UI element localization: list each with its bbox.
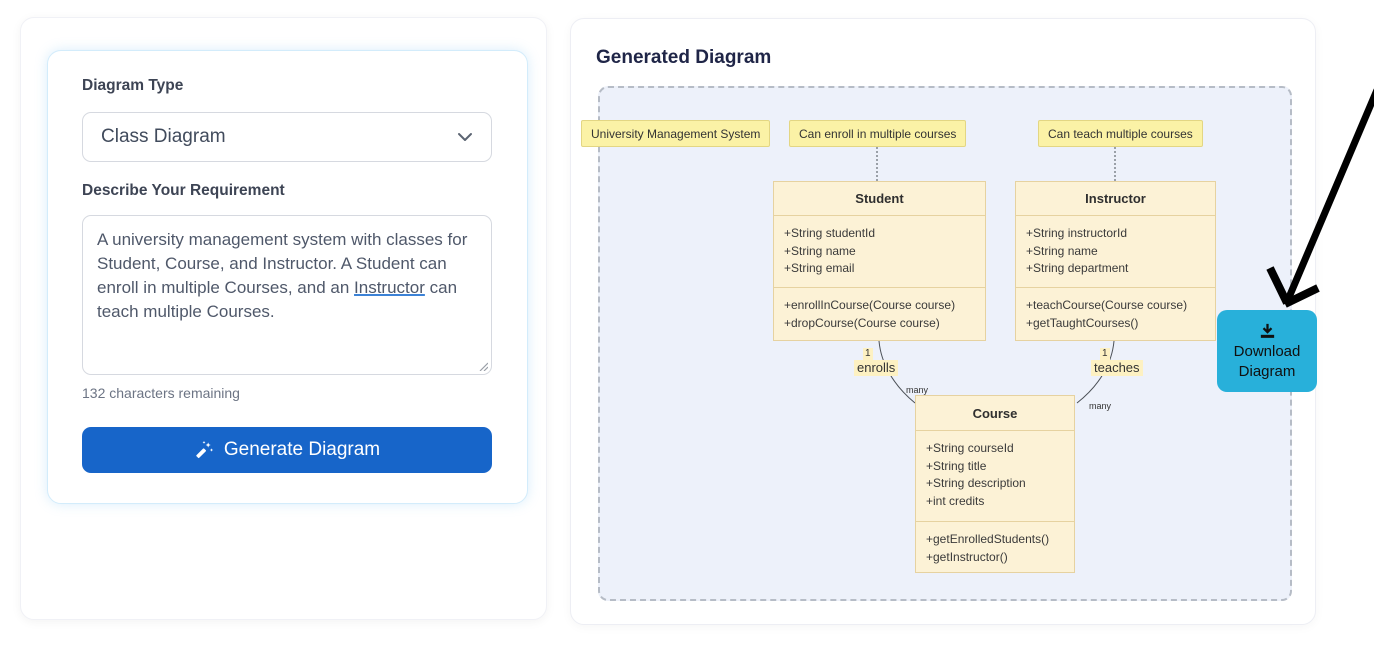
class-attributes-student: +String studentId +String name +String e… [774,216,985,288]
class-methods-student: +enrollInCourse(Course course) +dropCour… [774,288,985,341]
requirement-label: Describe Your Requirement [82,182,285,199]
diagram-canvas: University Management System Can enroll … [581,86,1292,601]
attribute-row: +String department [1026,261,1129,275]
cardinality-many-teaches: many [1089,401,1112,411]
class-attributes-course: +String courseId +String title +String d… [916,431,1074,522]
class-title-instructor: Instructor [1016,182,1215,216]
class-methods-course: +getEnrolledStudents() +getInstructor() [916,522,1074,575]
diagram-type-label: Diagram Type [82,77,184,94]
note-can-enroll: Can enroll in multiple courses [789,120,967,147]
method-row: +teachCourse(Course course) [1026,298,1188,312]
attribute-row: +String description [926,476,1026,490]
download-button-label-line2: Diagram [1238,362,1296,380]
generate-diagram-button[interactable]: Generate Diagram [82,427,492,473]
attribute-row: +int credits [926,493,985,508]
requirement-text-misspelled: Instructor [354,278,425,297]
note-can-teach: Can teach multiple courses [1038,120,1203,147]
requirement-textarea[interactable]: A university management system with clas… [82,215,492,375]
generate-button-label: Generate Diagram [223,439,381,460]
output-panel-card: Generated Diagram University Management … [570,18,1316,625]
attribute-row: +String name [784,243,856,258]
relation-label-teaches: teaches [1091,360,1143,376]
class-box-student: Student +String studentId +String name +… [773,181,986,341]
diagram-type-select[interactable]: Class Diagram [82,112,492,162]
attribute-row: +String instructorId [1026,226,1128,240]
resize-handle-icon[interactable] [478,361,488,371]
download-diagram-button[interactable]: Download Diagram [1217,310,1317,392]
generated-diagram-heading: Generated Diagram [596,47,772,68]
download-icon [1260,323,1274,338]
attribute-row: +String name [1026,243,1098,258]
note-university-management-system: University Management System [581,120,771,147]
class-title-course: Course [916,396,1074,431]
method-row: +getInstructor() [926,549,1008,564]
method-row: +getTaughtCourses() [1026,315,1139,330]
attribute-row: +String title [926,458,987,473]
chevron-down-icon [458,133,472,141]
input-form-panel: Diagram Type Class Diagram Describe Your… [47,50,528,504]
input-panel-card: Diagram Type Class Diagram Describe Your… [20,17,547,620]
characters-remaining-text: 132 characters remaining [82,385,240,401]
method-row: +enrollInCourse(Course course) [784,298,956,312]
method-row: +getEnrolledStudents() [926,532,1050,546]
requirement-text: A university management system with clas… [97,230,468,297]
method-row: +dropCourse(Course course) [784,315,940,330]
class-title-student: Student [774,182,985,216]
class-box-course: Course +String courseId +String title +S… [915,395,1075,573]
class-attributes-instructor: +String instructorId +String name +Strin… [1016,216,1215,288]
class-box-instructor: Instructor +String instructorId +String … [1015,181,1216,341]
magic-wand-icon [196,440,214,459]
class-methods-instructor: +teachCourse(Course course) +getTaughtCo… [1016,288,1215,341]
relation-label-enrolls: enrolls [854,360,899,376]
cardinality-one-enrolls: 1 [863,348,873,360]
attribute-row: +String courseId [926,441,1014,455]
note-connector-student [876,147,878,181]
cardinality-one-teaches: 1 [1100,348,1110,360]
attribute-row: +String email [784,261,855,275]
download-button-label-line1: Download [1233,342,1301,360]
attribute-row: +String studentId [784,226,876,240]
note-connector-instructor [1114,147,1116,181]
cardinality-many-enrolls: many [906,385,929,395]
requirement-text-end: can teach multiple Courses. [97,278,458,321]
diagram-type-selected-value: Class Diagram [101,126,226,147]
